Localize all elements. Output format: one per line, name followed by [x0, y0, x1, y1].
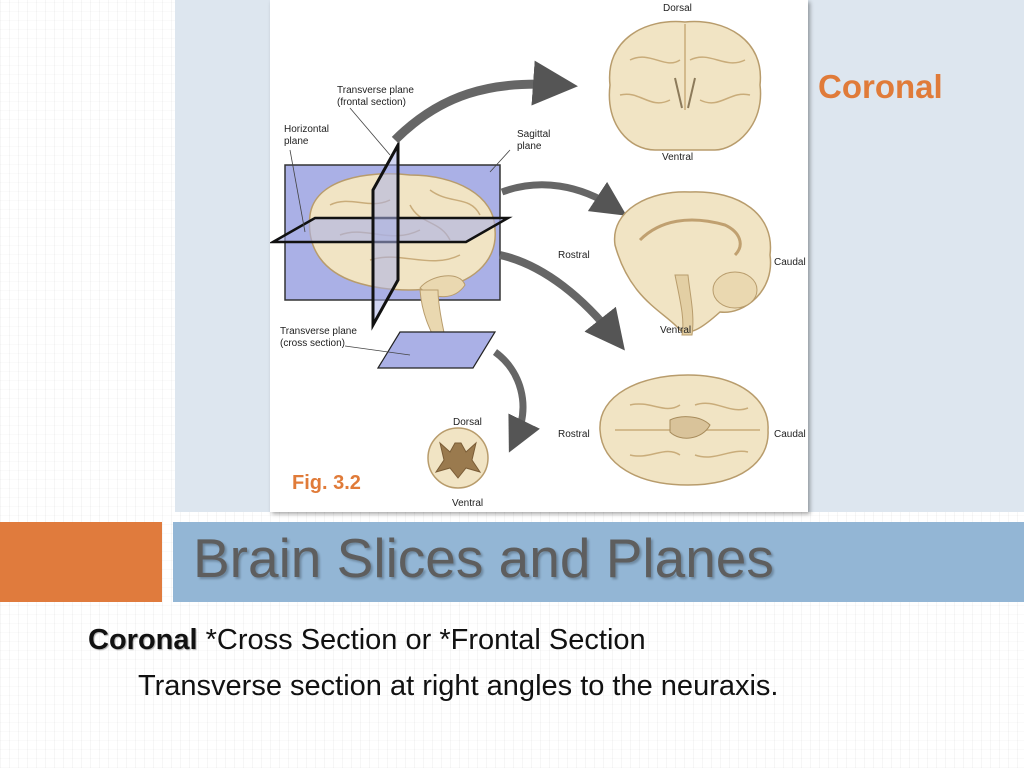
slide-title: Brain Slices and Planes	[193, 527, 774, 589]
description-line: Transverse section at right angles to th…	[138, 670, 779, 702]
label-spinal-ventral: Ventral	[452, 498, 483, 509]
term-coronal: Coronal	[88, 624, 198, 656]
figure-caption: Fig. 3.2	[292, 472, 361, 494]
horizontal-section-image	[599, 374, 769, 486]
label-coronal-dorsal: Dorsal	[663, 3, 692, 14]
label-horizontal-plane-sub: plane	[284, 136, 309, 147]
term-definition: *Cross Section or *Frontal Section	[205, 624, 646, 656]
brain-planes-diagram: Transverse plane (frontal section) Horiz…	[270, 3, 806, 509]
spinal-cord-section-image	[427, 427, 489, 489]
transverse-cross-plane	[376, 331, 497, 369]
definition-line: Coronal *Cross Section or *Frontal Secti…	[88, 624, 646, 657]
title-bar: Brain Slices and Planes	[173, 522, 1024, 602]
direction-arrows	[391, 60, 627, 453]
coronal-corner-label: Coronal	[818, 68, 943, 105]
brain-planes-figure: Transverse plane (frontal section) Horiz…	[270, 0, 808, 512]
label-spinal-dorsal: Dorsal	[453, 417, 482, 428]
label-transverse-frontal: Transverse plane	[337, 85, 414, 96]
label-sagittal-ventral: Ventral	[660, 325, 691, 336]
sagittal-section-image	[613, 191, 772, 336]
accent-block	[0, 522, 162, 602]
transverse-frontal-plane	[371, 139, 400, 331]
coronal-section-image	[608, 20, 762, 151]
label-sagittal-plane: Sagittal	[517, 129, 550, 140]
label-transverse-cross: Transverse plane	[280, 326, 357, 337]
label-horizontal-caudal: Caudal	[774, 429, 806, 440]
label-leader-lines	[289, 107, 511, 356]
label-horizontal-rostral: Rostral	[558, 429, 590, 440]
label-sagittal-rostral: Rostral	[558, 250, 590, 261]
label-horizontal-plane: Horizontal	[284, 124, 329, 135]
label-coronal-ventral: Ventral	[662, 152, 693, 163]
label-sagittal-caudal: Caudal	[774, 257, 806, 268]
label-transverse-cross-sub: (cross section)	[280, 338, 345, 349]
label-sagittal-plane-sub: plane	[517, 141, 542, 152]
label-transverse-frontal-sub: (frontal section)	[337, 97, 406, 108]
brain-lateral-view	[308, 173, 496, 351]
